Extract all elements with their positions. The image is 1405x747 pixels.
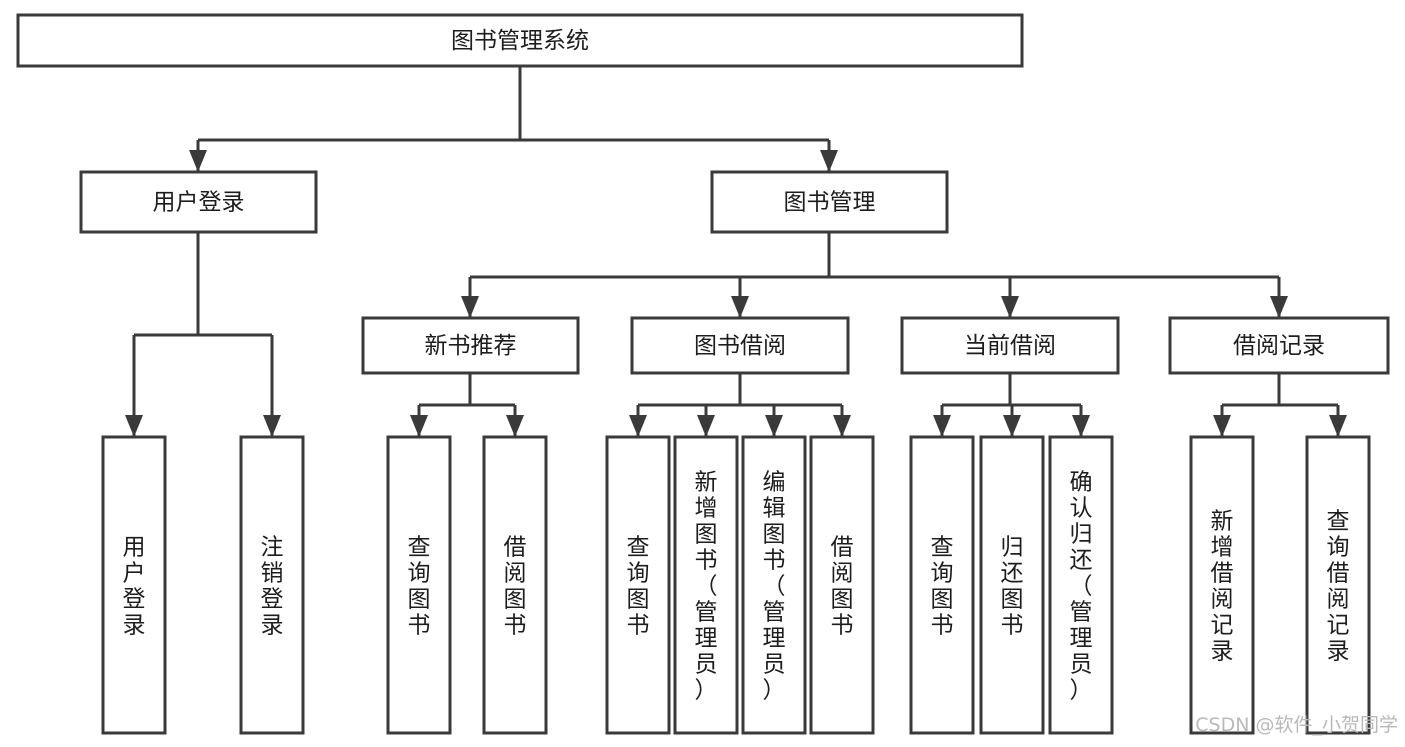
node-leaf-return-book[interactable]: 归还图书 [979, 435, 1045, 735]
node-leaf-user-login-label: 用户登录 [123, 534, 146, 638]
watermark: CSDN @软件_小贺同学 [1195, 714, 1398, 736]
node-leaf-add-record-label: 新增借阅记录 [1211, 508, 1234, 664]
node-leaf-query-book-1-label: 查询图书 [408, 534, 431, 638]
node-leaf-user-login[interactable]: 用户登录 [101, 435, 167, 735]
connector-book-manage [461, 232, 1288, 318]
node-borrow-record[interactable]: 借阅记录 [1168, 316, 1390, 375]
node-book-manage-label: 图书管理 [784, 190, 876, 216]
node-leaf-query-record[interactable]: 查询借阅记录 [1305, 435, 1371, 735]
node-new-book-rec-label: 新书推荐 [425, 333, 517, 359]
node-leaf-edit-book[interactable]: 编辑图书（管理员） [741, 435, 807, 735]
node-borrow-record-label: 借阅记录 [1233, 333, 1325, 359]
node-leaf-query-book-3[interactable]: 查询图书 [909, 435, 975, 735]
node-user-login-label: 用户登录 [153, 190, 245, 216]
node-book-borrow-label: 图书借阅 [694, 333, 786, 359]
node-user-login[interactable]: 用户登录 [79, 170, 318, 234]
node-leaf-borrow-book-2-label: 借阅图书 [831, 534, 854, 638]
node-leaf-add-book-label: 新增图书（管理员） [695, 469, 718, 703]
node-root-label: 图书管理系统 [451, 28, 589, 54]
connector-user-login [125, 232, 281, 437]
node-book-manage[interactable]: 图书管理 [710, 170, 949, 234]
node-leaf-confirm-return[interactable]: 确认归还（管理员） [1048, 435, 1114, 735]
node-leaf-logout[interactable]: 注销登录 [239, 435, 305, 735]
node-current-borrow-label: 当前借阅 [964, 333, 1056, 359]
connector-root [189, 66, 838, 172]
connector-borrow-record [1213, 373, 1347, 437]
node-leaf-add-record[interactable]: 新增借阅记录 [1189, 435, 1255, 735]
node-leaf-return-book-label: 归还图书 [1001, 534, 1024, 638]
node-book-borrow[interactable]: 图书借阅 [630, 316, 850, 375]
node-leaf-confirm-return-label: 确认归还（管理员） [1070, 469, 1093, 703]
node-leaf-borrow-book-2[interactable]: 借阅图书 [809, 435, 875, 735]
node-current-borrow[interactable]: 当前借阅 [900, 316, 1120, 375]
node-leaf-add-book[interactable]: 新增图书（管理员） [673, 435, 739, 735]
node-leaf-logout-label: 注销登录 [261, 534, 284, 638]
node-leaf-query-book-2-label: 查询图书 [627, 534, 650, 638]
node-leaf-query-record-label: 查询借阅记录 [1327, 508, 1350, 664]
node-new-book-rec[interactable]: 新书推荐 [361, 316, 580, 375]
node-root[interactable]: 图书管理系统 [16, 13, 1024, 68]
connector-book-borrow [629, 373, 851, 437]
node-leaf-borrow-book-1-label: 借阅图书 [504, 534, 527, 638]
node-leaf-query-book-2[interactable]: 查询图书 [605, 435, 671, 735]
node-leaf-edit-book-label: 编辑图书（管理员） [763, 469, 786, 703]
connector-current-borrow [933, 373, 1090, 437]
node-leaf-query-book-3-label: 查询图书 [931, 534, 954, 638]
node-leaf-borrow-book-1[interactable]: 借阅图书 [482, 435, 548, 735]
connector-new-book-rec [410, 373, 524, 437]
node-leaf-query-book-1[interactable]: 查询图书 [386, 435, 452, 735]
